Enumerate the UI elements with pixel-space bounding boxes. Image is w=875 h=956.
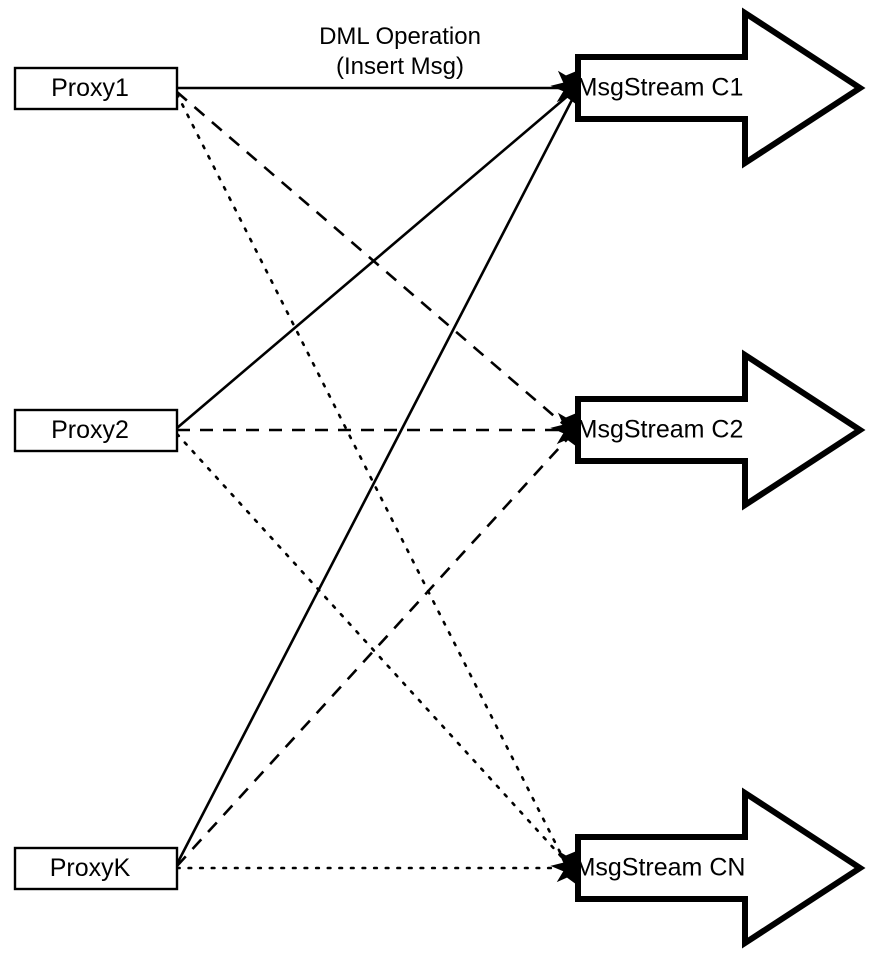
connection-p1-cn bbox=[175, 92, 568, 866]
connection-p1-c2 bbox=[176, 91, 569, 429]
stream-arrow-shape bbox=[575, 349, 866, 511]
stream-label: MsgStream C2 bbox=[577, 416, 744, 444]
connection-pk-c2 bbox=[176, 435, 571, 867]
connection-p2-cn bbox=[175, 432, 570, 866]
stream-node-stream_cn[interactable]: MsgStream CN bbox=[575, 787, 866, 949]
arrowhead-head-cn bbox=[550, 850, 579, 886]
proxy-node-proxy1[interactable]: Proxy1 bbox=[13, 66, 179, 111]
streams-layer: MsgStream C1 MsgStream C2 MsgStream CN bbox=[575, 7, 866, 949]
proxy-label: Proxy2 bbox=[51, 416, 129, 444]
arrowheads-layer bbox=[550, 70, 579, 886]
connection-pk-c1 bbox=[175, 95, 576, 865]
stream-node-stream_c1[interactable]: MsgStream C1 bbox=[575, 7, 866, 169]
stream-label: MsgStream CN bbox=[575, 854, 746, 882]
proxy-label: Proxy1 bbox=[51, 74, 129, 102]
proxy-node-proxyK[interactable]: ProxyK bbox=[13, 846, 179, 891]
stream-arrow-shape bbox=[575, 7, 866, 169]
arrowhead-head-c2 bbox=[550, 412, 579, 448]
proxy-label: ProxyK bbox=[50, 854, 131, 882]
stream-node-stream_c2[interactable]: MsgStream C2 bbox=[575, 349, 866, 511]
stream-arrow-shape bbox=[575, 787, 866, 949]
connection-p2-c1 bbox=[176, 93, 571, 429]
proxy-box-rect bbox=[13, 846, 179, 891]
proxy-box-rect bbox=[13, 66, 179, 111]
edge-caption-line2: (Insert Msg) bbox=[336, 53, 464, 80]
edge-caption-line1: DML Operation bbox=[319, 23, 481, 50]
edge-caption: DML Operation (Insert Msg) bbox=[319, 23, 481, 80]
connections-layer bbox=[175, 86, 576, 870]
proxy-box-rect bbox=[13, 408, 179, 453]
proxy-node-proxy2[interactable]: Proxy2 bbox=[13, 408, 179, 453]
stream-label: MsgStream C1 bbox=[577, 74, 744, 102]
arrowhead-head-c1 bbox=[550, 70, 579, 106]
